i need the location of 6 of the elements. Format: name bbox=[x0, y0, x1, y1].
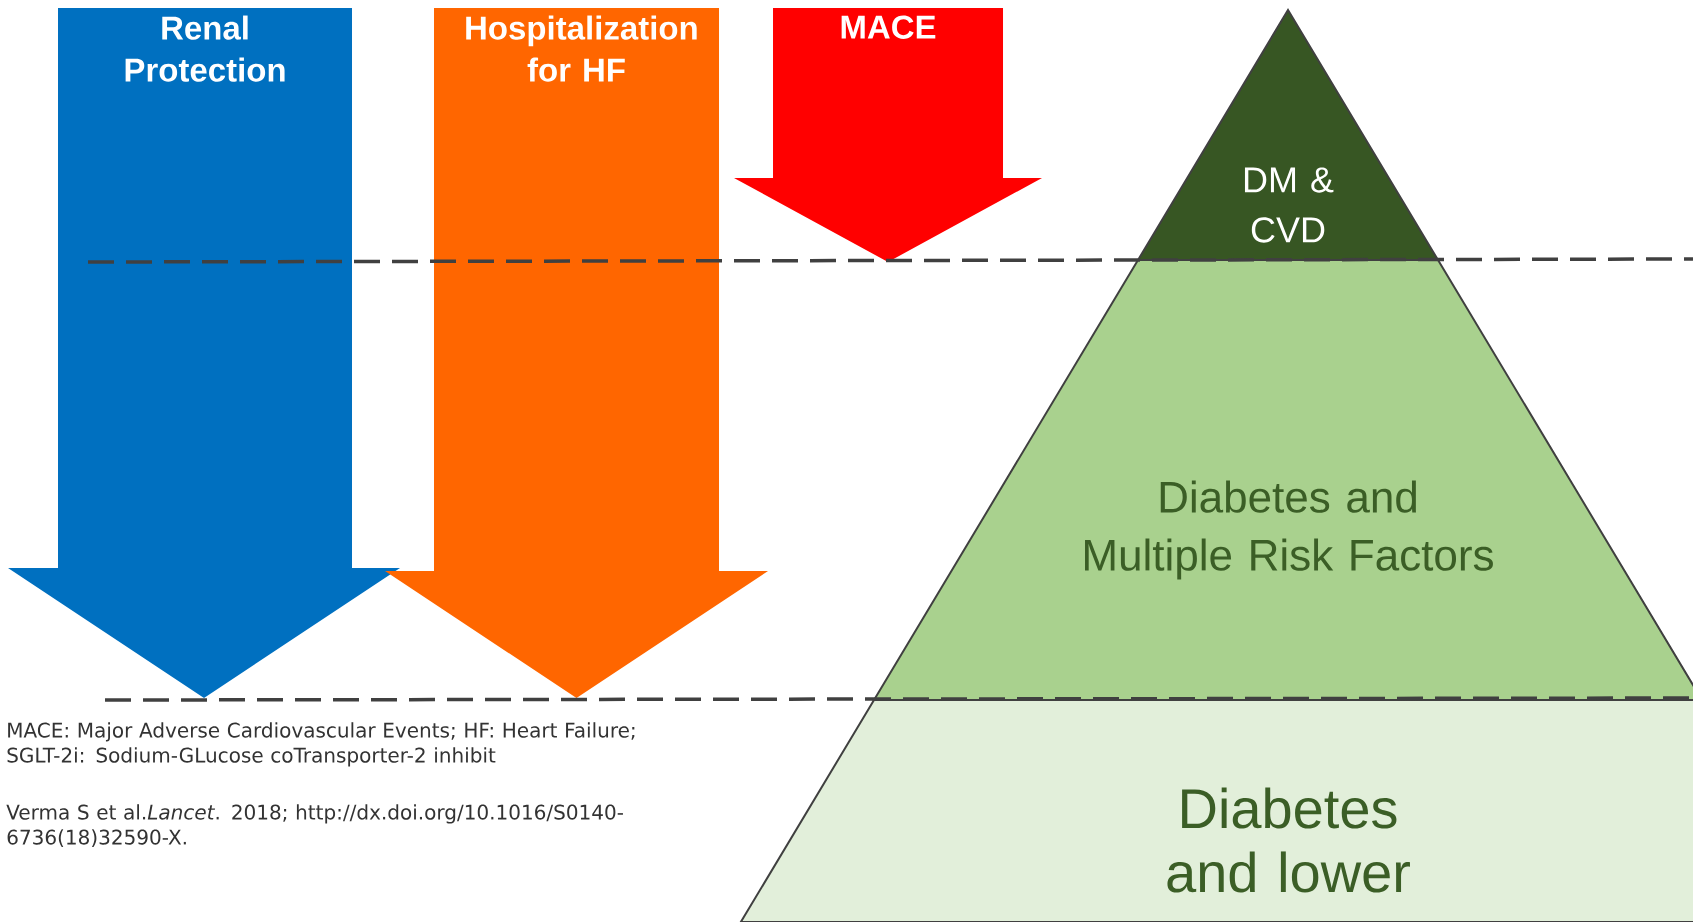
footnote: MACE: Major Adverse Cardiovascular Events; HF: Heart Failure; SGLT-2i: Sodium-GLucose coTransporter-2 inhibit bbox=[7, 722, 635, 767]
banner: Hospitalization for HF bbox=[385, 8, 768, 698]
pyramid-tier: Diabetes and lower bbox=[739, 699, 1693, 922]
banner: MACE bbox=[734, 8, 1042, 262]
footnote: Verma S et al.Lancet. 2018; http://dx.doi.org/10.1016/S0140-6736(18)32590-X. bbox=[6, 804, 623, 848]
banner: Renal Protection bbox=[8, 8, 400, 698]
